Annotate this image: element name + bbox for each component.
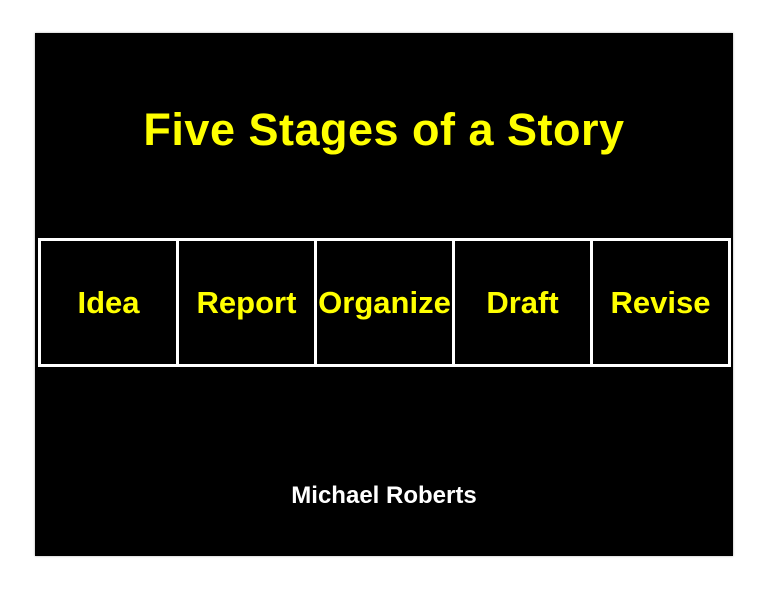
stage-cell-idea: Idea (41, 241, 179, 364)
stage-cell-report: Report (179, 241, 317, 364)
stage-label-revise: Revise (610, 284, 711, 320)
stage-label-organize: Organize (318, 284, 451, 320)
stage-label-draft: Draft (486, 284, 559, 320)
slide: Five Stages of a Story Idea Report Organ… (35, 33, 733, 556)
stage-label-report: Report (196, 284, 297, 320)
stage-cell-draft: Draft (455, 241, 593, 364)
stage-table: Idea Report Organize Draft Revise (38, 238, 731, 367)
slide-credit: Michael Roberts (291, 482, 477, 509)
stage-cell-revise: Revise (593, 241, 728, 364)
slide-title: Five Stages of a Story (143, 104, 625, 155)
stage-label-idea: Idea (77, 284, 140, 320)
stage-cell-organize: Organize (317, 241, 455, 364)
